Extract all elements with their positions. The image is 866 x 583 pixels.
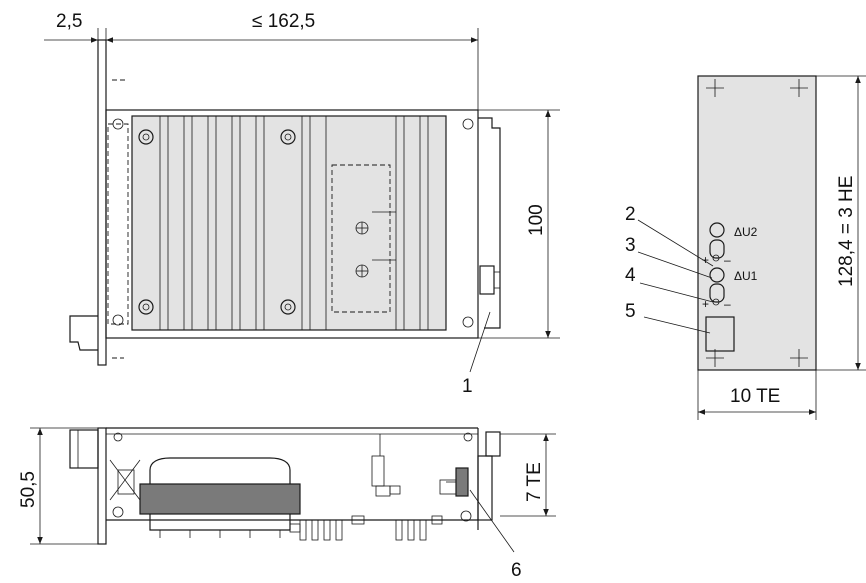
rear-socket [455, 467, 469, 497]
mounting-cross-icon [706, 349, 724, 367]
trimmer-u1-icon [709, 283, 725, 303]
mounting-hole [112, 118, 124, 130]
screw-icon [138, 299, 154, 315]
callout-3: 3 [625, 235, 636, 256]
callout-2: 2 [625, 204, 636, 225]
callout-4: 4 [625, 265, 636, 286]
transformer-core [139, 483, 301, 515]
label-plus-2: + [702, 297, 709, 311]
adjust-point-icon [355, 264, 369, 278]
heatsink [131, 115, 447, 331]
internal-component-outline [331, 164, 391, 313]
front-panel-edge [97, 427, 107, 545]
mounting-hole [462, 316, 474, 328]
rear-plug [479, 265, 495, 295]
heatsink-fins [299, 519, 427, 541]
mounting-cross-icon [790, 79, 808, 97]
label-du2: ΔU2 [734, 225, 758, 239]
dim-front-width: 10 TE [730, 386, 780, 407]
trimmer-u2-icon [709, 239, 725, 259]
front-handle [69, 429, 99, 469]
screw-icon [138, 129, 154, 145]
mounting-cross-icon [706, 79, 724, 97]
led-u1-icon [709, 267, 725, 283]
front-handle [69, 315, 98, 351]
dim-length: ≤ 162,5 [252, 11, 315, 32]
connector-zone [107, 123, 129, 325]
adjust-point-icon [355, 221, 369, 235]
heatsink-fins [159, 116, 429, 330]
mounting-hole [112, 314, 124, 326]
rear-connector [478, 117, 501, 329]
front-connector [705, 316, 735, 352]
front-view: ΔU2 + – ΔU1 + – 2 3 4 5 128,4 = 3 HE 10 … [625, 75, 866, 420]
callout-1: 1 [462, 376, 473, 397]
screw-icon [280, 299, 296, 315]
side-view: 2,5 ≤ 162,5 100 1 [44, 11, 560, 397]
top-view: 50,5 7 TE 6 [18, 427, 556, 581]
callout-6: 6 [511, 560, 522, 581]
dim-left-margin: 2,5 [56, 11, 82, 32]
pcb-outline [105, 109, 479, 339]
dim-depth: 50,5 [18, 471, 39, 508]
mounting-cross-icon [790, 349, 808, 367]
mounting-hole [462, 118, 474, 130]
front-panel-edge [97, 39, 107, 366]
label-plus-1: + [702, 253, 709, 267]
dim-height: 100 [526, 204, 547, 236]
transformer [149, 457, 291, 531]
led-u2-icon [709, 222, 725, 238]
screw-icon [280, 129, 296, 145]
label-du1: ΔU1 [734, 269, 758, 283]
label-minus-2: – [724, 297, 731, 311]
dim-front-height: 128,4 = 3 HE [836, 176, 857, 287]
dim-width-te: 7 TE [524, 462, 545, 502]
callout-5: 5 [625, 301, 636, 322]
label-minus-1: – [724, 253, 731, 267]
